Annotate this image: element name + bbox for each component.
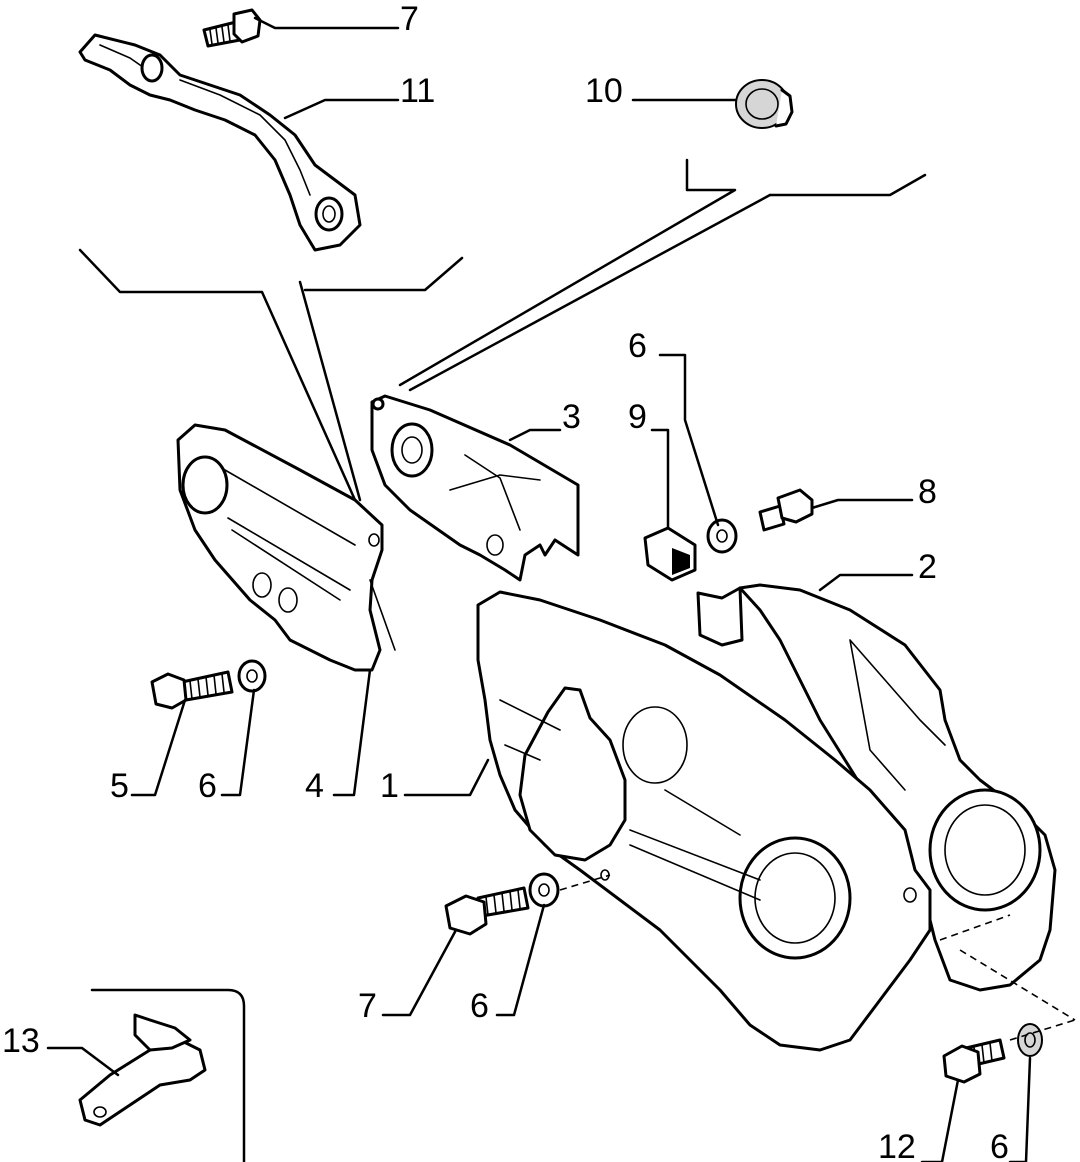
callout-1: 1 [380,767,399,805]
callout-12: 12 [878,1128,916,1162]
callout-9: 9 [628,398,647,436]
callout-6-right: 6 [990,1128,1009,1162]
part-4-cover-left [176,423,396,672]
part-13-bracket [78,988,246,1162]
part-6-washer-upper [706,518,738,554]
part-6-washer-right [1017,1023,1043,1057]
part-7-bolt-bottom [444,886,530,936]
part-9-clip [643,526,697,582]
part-10-cap [735,79,794,129]
callout-8: 8 [918,473,937,511]
callout-6-left: 6 [198,767,217,805]
part-6-washer-left [237,659,267,693]
part-7-bolt-top [202,8,262,48]
callout-2: 2 [918,548,937,586]
part-8-bolt [758,488,814,532]
callout-5: 5 [110,767,129,805]
grouping-lines-upper [78,158,927,502]
callout-3: 3 [562,398,581,436]
alignment-lines [939,914,1076,1041]
part-1-front-cover [476,590,932,1052]
callout-4: 4 [305,767,324,805]
callout-13: 13 [2,1022,40,1060]
callout-7-bottom: 7 [358,987,377,1025]
part-2-rear-cover [696,583,1057,992]
part-12-bolt [942,1038,1006,1084]
part-3-inner-cover [370,394,580,582]
callout-6-upper: 6 [628,327,647,365]
part-5-bolt-left [150,670,234,710]
callout-11: 11 [400,72,435,110]
callout-labels: 7 11 10 6 3 9 8 2 5 6 4 1 7 6 13 12 6 [2,0,1009,1162]
callout-10: 10 [585,72,623,110]
part-11-bracket [78,33,362,252]
callout-7-top: 7 [400,0,419,38]
part-6-washer-bottom [528,872,560,908]
leader-lines [46,16,1032,1162]
callout-6-bottom: 6 [470,987,489,1025]
